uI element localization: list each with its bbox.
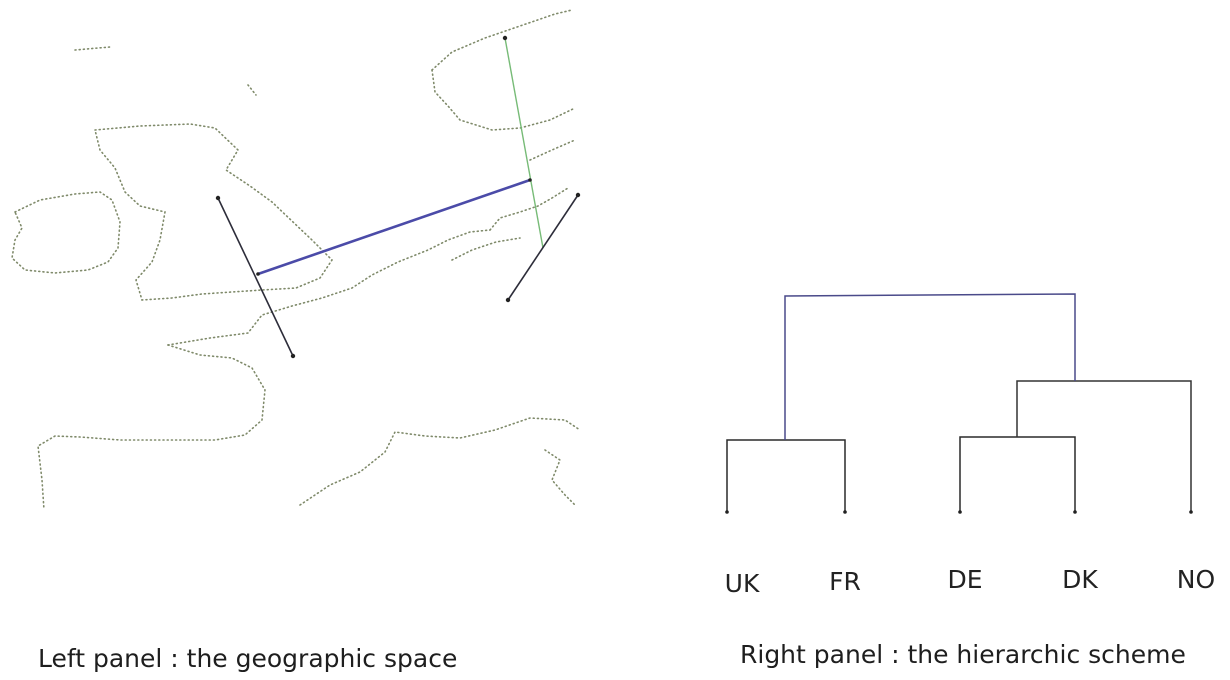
caption-right-panel: Right panel : the hierarchic scheme (740, 640, 1186, 669)
leaf-label-de: DE (947, 565, 982, 594)
map-link-green-norway (504, 37, 544, 249)
coastline-south (299, 417, 581, 506)
coastline-islands (74, 46, 111, 51)
leaf-label-no: NO (1177, 565, 1215, 594)
leaf-tip (1189, 510, 1193, 514)
endpoint-marker (290, 353, 296, 359)
endpoint-marker (575, 192, 581, 198)
dendrogram-leaf-tips (725, 510, 1193, 514)
map-links (215, 35, 581, 359)
endpoint-marker (505, 297, 511, 303)
map-link-uk-fr (217, 197, 294, 357)
map-link-endpoints (215, 35, 581, 359)
coastline-sweden (529, 139, 576, 161)
coastlines (11, 9, 581, 511)
coastline-norway (431, 9, 573, 71)
coastline-ireland (11, 191, 121, 274)
dendrogram-branch-root (784, 293, 1076, 440)
leaf-tip (843, 510, 847, 514)
coastline-great-britain (93, 123, 334, 301)
endpoint-marker (528, 178, 532, 182)
leaf-label-uk: UK (725, 569, 760, 598)
left-panel-map (11, 9, 581, 511)
map-link-main (257, 178, 531, 276)
leaf-tip (1073, 510, 1077, 514)
leaf-tip (725, 510, 729, 514)
coastline-continent (167, 229, 491, 346)
map-link-de-dk (507, 194, 579, 301)
right-panel-dendrogram: UK FR DE DK NO (725, 293, 1215, 598)
coastline-norway-2 (431, 69, 576, 131)
dendrogram-branch-de-dk-no (1016, 380, 1192, 512)
dendrogram-branch-uk-fr (726, 439, 846, 512)
coastline-denmark (489, 187, 569, 231)
leaf-tip (958, 510, 962, 514)
endpoint-marker (256, 272, 260, 276)
caption-left-panel: Left panel : the geographic space (38, 644, 458, 673)
leaf-label-fr: FR (829, 567, 861, 596)
dendrogram-branch-de-dk (959, 436, 1076, 512)
endpoint-marker (215, 195, 221, 201)
endpoint-marker (502, 35, 508, 41)
coastline-baltic (451, 237, 521, 261)
coastline-islands-2 (247, 84, 257, 96)
coastline-france-west (37, 344, 266, 511)
leaf-label-dk: DK (1062, 565, 1098, 594)
coastline-alps-fragment (544, 449, 576, 506)
